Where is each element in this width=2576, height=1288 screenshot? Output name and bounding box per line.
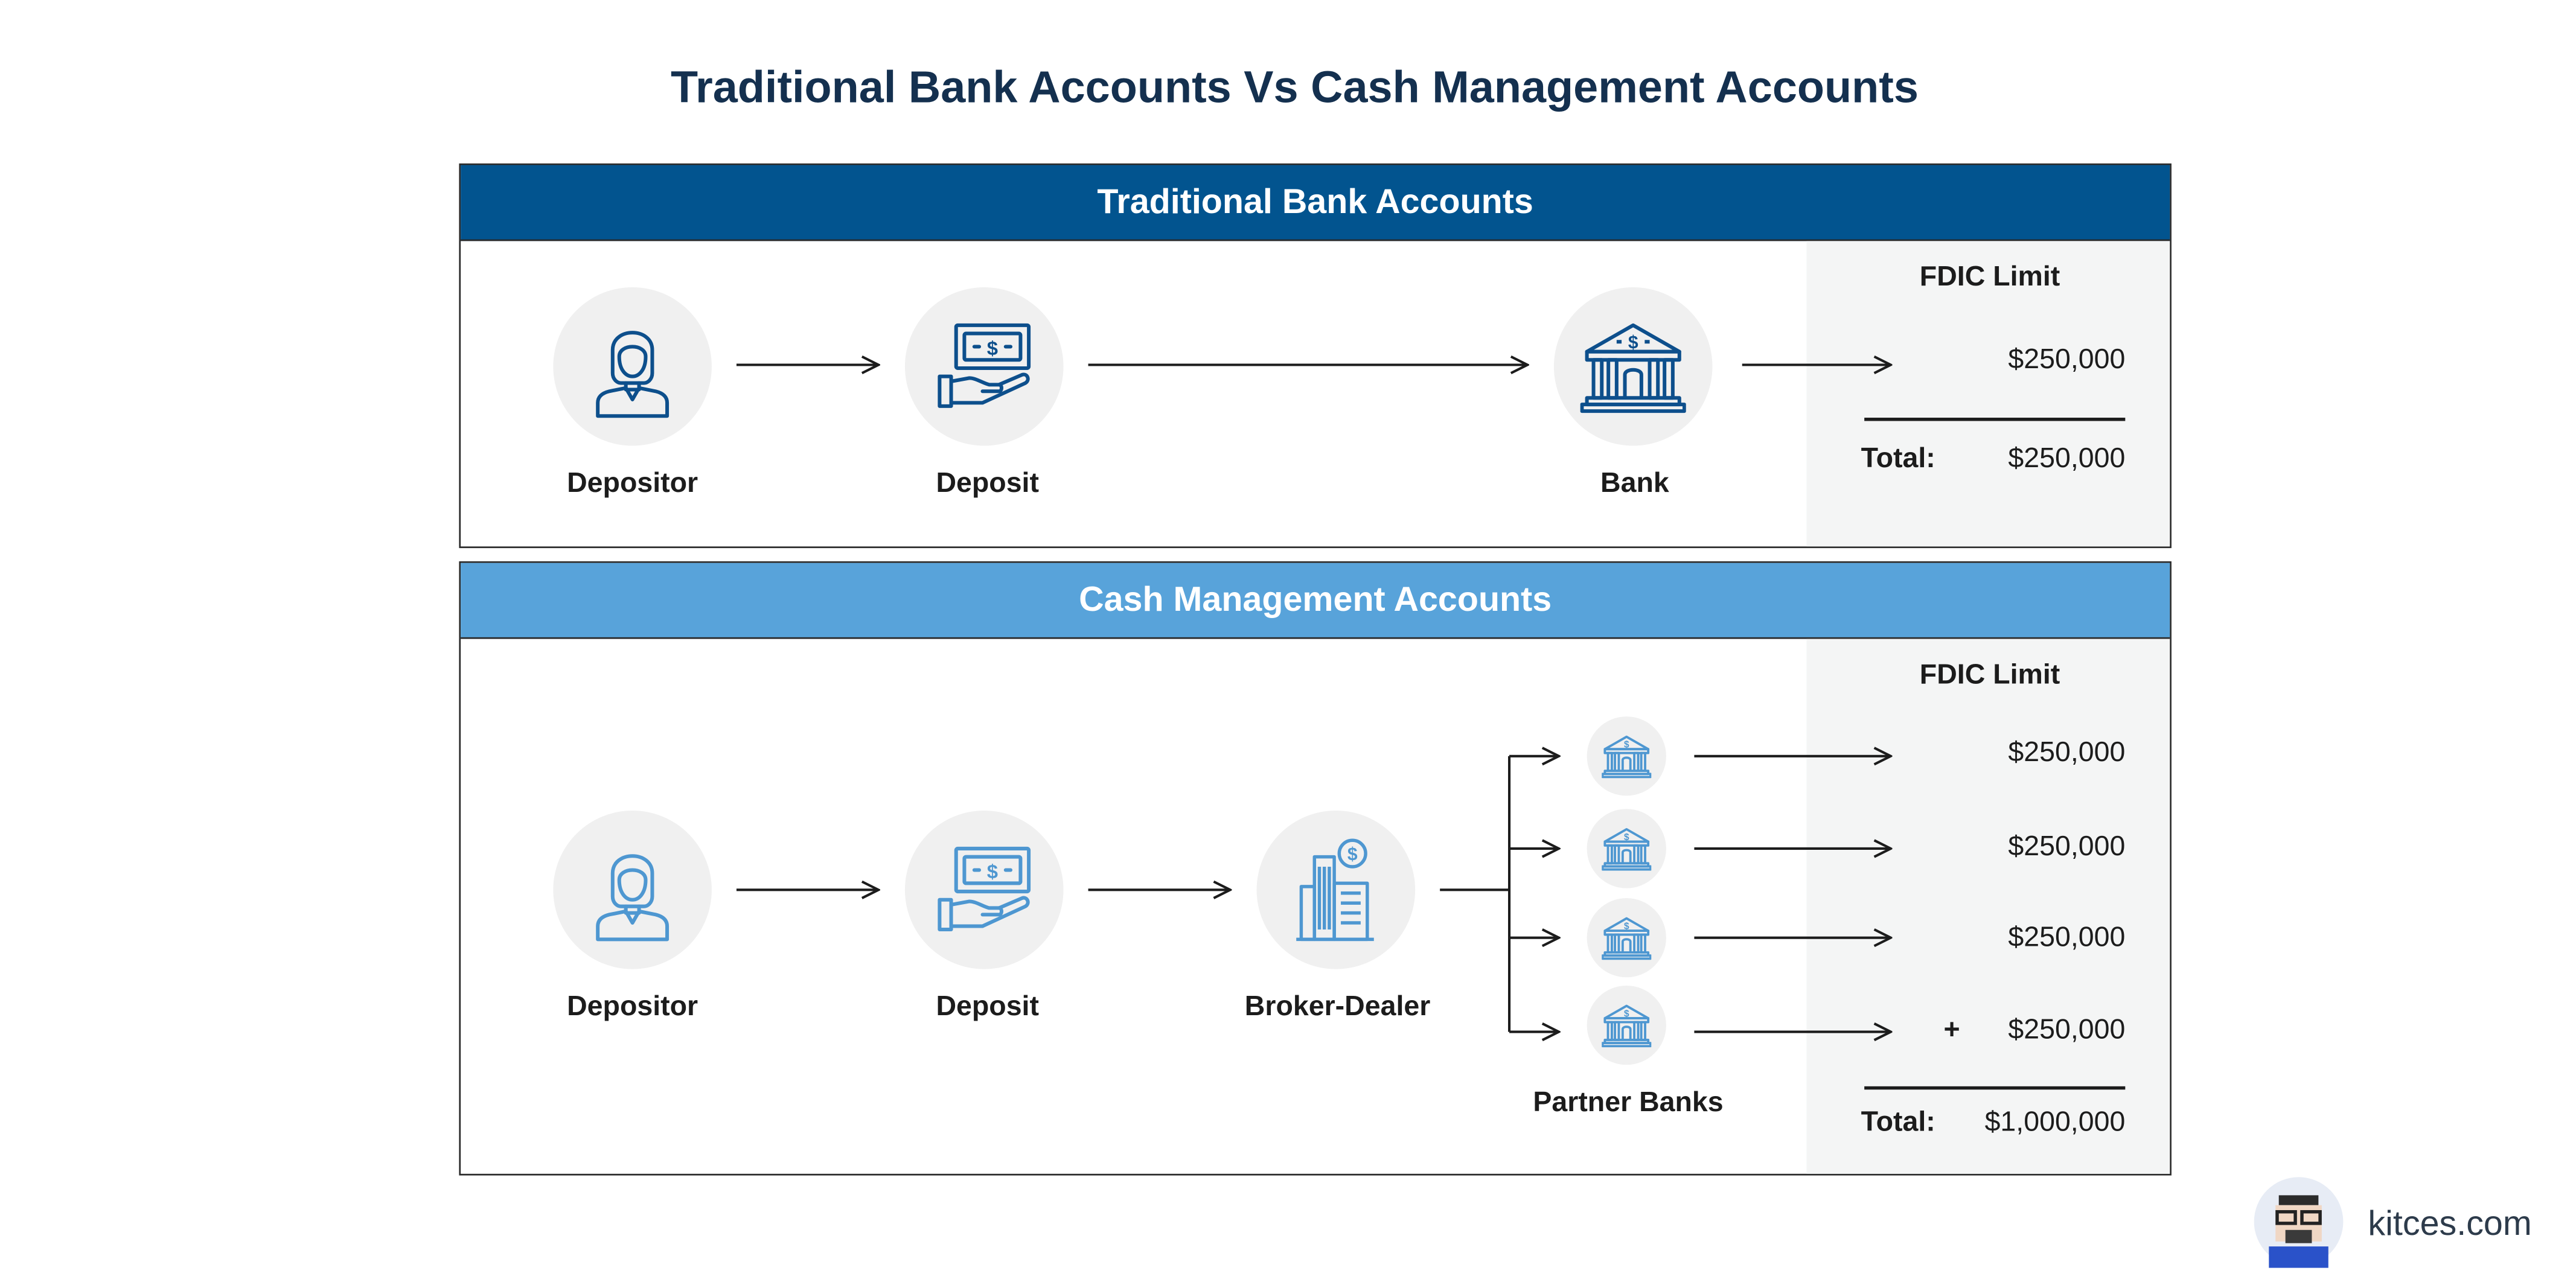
bank-icon: $ <box>1602 917 1652 960</box>
traditional-deposit-circle: $ <box>904 287 1064 446</box>
cash-management-panel-header: Cash Management Accounts <box>461 563 2170 639</box>
broker-branch-line <box>1440 756 1511 1032</box>
bank-icon: $ <box>1580 323 1686 413</box>
cash-deposit-circle: $ <box>904 811 1064 969</box>
page-title: Traditional Bank Accounts Vs Cash Manage… <box>670 62 1919 113</box>
cash-fdic-amount-3: $250,000 <box>2008 921 2126 953</box>
cash-broker-dealer-label: Broker-Dealer <box>1244 990 1431 1022</box>
cash-total-rule <box>1864 1086 2126 1089</box>
cash-fdic-heading: FDIC Limit <box>1919 658 2060 690</box>
cash-fdic-amount-1: $250,000 <box>2008 736 2126 768</box>
svg-text:$: $ <box>987 337 998 359</box>
cash-total-value: $1,000,000 <box>1984 1106 2126 1138</box>
cash-fdic-amount-2: $250,000 <box>2008 830 2126 862</box>
cash-broker-dealer-circle: $ <box>1256 811 1416 969</box>
brand-name: kitces.com <box>2368 1205 2532 1243</box>
partner-bank-3-circle: $ <box>1587 898 1666 978</box>
bank-icon: $ <box>1602 1004 1652 1048</box>
svg-text:$: $ <box>1628 333 1638 352</box>
traditional-depositor-circle <box>553 287 712 446</box>
traditional-bank-circle: $ <box>1553 287 1713 446</box>
cash-in-hand-icon: $ <box>938 846 1031 931</box>
traditional-total-rule <box>1864 418 2126 421</box>
partner-bank-2-circle: $ <box>1587 809 1666 888</box>
partner-bank-1-circle: $ <box>1587 716 1666 796</box>
cash-depositor-circle <box>553 811 712 969</box>
svg-text:$: $ <box>987 860 998 882</box>
cash-depositor-label: Depositor <box>567 990 698 1022</box>
svg-text:$: $ <box>1347 844 1358 864</box>
traditional-depositor-label: Depositor <box>567 467 698 499</box>
svg-text:$: $ <box>1624 740 1629 750</box>
traditional-fdic-heading: FDIC Limit <box>1919 261 2060 293</box>
traditional-deposit-label: Deposit <box>936 467 1039 499</box>
cash-deposit-label: Deposit <box>936 990 1039 1022</box>
traditional-total-value: $250,000 <box>2008 442 2126 474</box>
person-icon <box>596 854 670 942</box>
partner-banks-label: Partner Banks <box>1533 1086 1724 1118</box>
svg-text:$: $ <box>1624 1009 1629 1019</box>
traditional-fdic-amount: $250,000 <box>2008 343 2126 375</box>
bank-icon: $ <box>1602 827 1652 871</box>
cash-management-fdic-column <box>1806 639 2170 1174</box>
pixel-avatar-logo-icon <box>2252 1176 2345 1268</box>
traditional-bank-label: Bank <box>1600 467 1669 499</box>
cash-plus-sign: + <box>1943 1013 1960 1045</box>
person-icon <box>596 331 670 418</box>
cash-total-label: Total: <box>1861 1106 1935 1138</box>
cash-in-hand-icon: $ <box>938 323 1031 408</box>
bank-icon: $ <box>1602 735 1652 779</box>
traditional-total-label: Total: <box>1861 442 1935 474</box>
partner-bank-4-circle: $ <box>1587 985 1666 1065</box>
traditional-fdic-column <box>1806 241 2170 547</box>
building-dollar-icon: $ <box>1296 838 1374 942</box>
traditional-panel-header: Traditional Bank Accounts <box>461 165 2170 241</box>
cash-fdic-amount-4: $250,000 <box>2008 1013 2126 1045</box>
svg-text:$: $ <box>1624 922 1629 932</box>
svg-text:$: $ <box>1624 832 1629 843</box>
